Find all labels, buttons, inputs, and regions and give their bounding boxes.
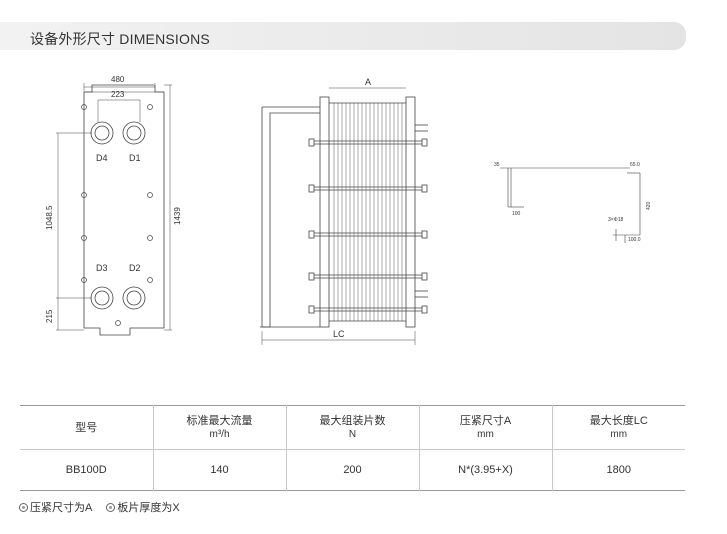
dim-height: 1439	[173, 207, 182, 225]
footnote-compress: 压紧尺寸为A	[19, 499, 92, 515]
footnote-thickness: 板片厚度为X	[106, 499, 180, 515]
dim-right-offset: 65.0	[630, 162, 640, 168]
port-d4	[90, 121, 114, 145]
side-view-tie-bolts	[308, 124, 428, 314]
port-label-d2: D2	[129, 263, 141, 273]
technical-drawing-svg: 480 223 1048.5 1439 215 D4 D1 D3 D2 A LC…	[45, 75, 652, 345]
port-label-d4: D4	[96, 153, 108, 163]
footnotes: 压紧尺寸为A 板片厚度为X	[19, 499, 180, 515]
cell-length: 1800	[606, 464, 631, 476]
dim-small-a: 100	[512, 211, 521, 217]
dim-length-lc: LC	[333, 329, 345, 339]
dim-bottom: 215	[45, 309, 54, 323]
dim-left-offset: 35	[494, 162, 500, 168]
table-row: BB100D 140 200 N*(3.95+X) 1800	[20, 449, 685, 491]
dimensions-drawing: 480 223 1048.5 1439 215 D4 D1 D3 D2 A LC…	[0, 55, 727, 355]
dim-small-b: 100.0	[628, 237, 641, 243]
port-label-d3: D3	[96, 263, 108, 273]
port-label-d1: D1	[129, 153, 141, 163]
bullet-icon	[106, 502, 116, 512]
dim-bolt: 3×Φ18	[608, 217, 623, 223]
port-d1	[122, 121, 146, 145]
dim-port-height: 1048.5	[45, 205, 54, 230]
cell-plates: 200	[286, 449, 420, 491]
front-view-frame	[83, 84, 165, 336]
cell-compress: N*(3.95+X)	[419, 449, 553, 491]
cell-model: BB100D	[20, 449, 154, 491]
dim-compress-a: A	[365, 77, 371, 87]
dim-port-spacing: 223	[111, 90, 125, 99]
foot-detail	[500, 167, 641, 243]
header-model: 型号	[20, 405, 154, 450]
port-d3	[90, 286, 114, 310]
dim-width: 480	[111, 75, 125, 84]
section-header-bar	[0, 22, 686, 50]
side-view-frame	[260, 87, 416, 328]
section-title: 设备外形尺寸 DIMENSIONS	[30, 31, 210, 47]
cell-flow: 140	[153, 449, 287, 491]
port-d2	[122, 286, 146, 310]
dim-foot-height: 420	[646, 201, 652, 210]
side-view-plates	[333, 103, 403, 321]
bullet-icon	[19, 502, 28, 512]
